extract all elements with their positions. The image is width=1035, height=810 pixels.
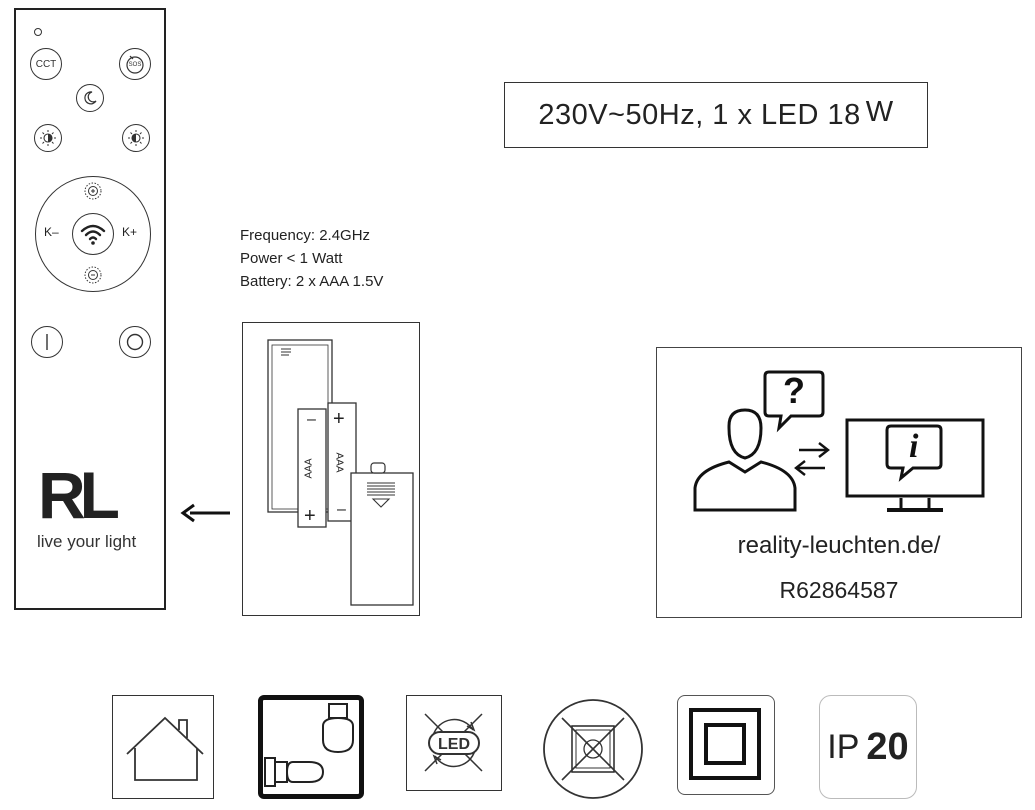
battery1-minus: –	[307, 411, 316, 428]
electrical-rating: 230V~50Hz, 1 x LED 18	[538, 98, 861, 131]
cct-button[interactable]: CCT	[30, 48, 62, 80]
brightness-up-button[interactable]	[122, 124, 150, 152]
indoor-use-symbol	[112, 695, 214, 799]
arrow-left-icon	[180, 503, 230, 523]
person-icon	[693, 408, 797, 512]
battery-compartment-diagram: – AAA + + AAA –	[242, 322, 420, 616]
battery-text: Battery: 2 x AAA 1.5V	[240, 273, 384, 290]
brightness-plus-icon[interactable]	[83, 181, 103, 201]
ip-value: 20	[866, 725, 909, 768]
battery-illustration	[267, 339, 414, 606]
wifi-icon	[80, 224, 106, 245]
rl-logo: RL	[38, 458, 120, 532]
led-not-replaceable-symbol: LED	[406, 695, 502, 791]
info-mark: i	[909, 428, 919, 465]
frequency-text: Frequency: 2.4GHz	[240, 227, 371, 244]
bulbs-icon	[264, 703, 354, 787]
brightness-up-icon	[128, 130, 144, 146]
sos-timer-button[interactable]: SOS	[119, 48, 151, 80]
no-dimmer-symbol	[542, 698, 644, 800]
k-plus-button[interactable]: K+	[122, 225, 138, 239]
question-mark: ?	[783, 370, 805, 411]
power-off-button[interactable]	[119, 326, 151, 358]
indicator-led	[34, 28, 42, 36]
power-off-icon	[126, 333, 144, 351]
brightness-minus-icon[interactable]	[83, 265, 103, 285]
power-on-button[interactable]	[31, 326, 63, 358]
ip-prefix: IP	[827, 727, 860, 766]
monitor-icon	[845, 418, 985, 512]
control-ring: K– K+	[35, 176, 151, 292]
remote-specifications: Frequency: 2.4GHz Power < 1 Watt Battery…	[240, 224, 383, 293]
question-bubble-icon	[763, 370, 825, 433]
online-info-box: ? i reality-leuchten.de/ R62864587	[656, 347, 1022, 618]
person-monitor-illustration	[693, 370, 985, 512]
night-mode-button[interactable]	[76, 84, 104, 112]
product-code: R62864587	[779, 577, 899, 603]
battery1-label: AAA	[303, 458, 315, 479]
brightness-down-button[interactable]	[34, 124, 62, 152]
led-not-replaceable-icon: LED	[424, 713, 483, 772]
power-text: Power < 1 Watt	[240, 250, 343, 267]
exchange-arrows-icon	[794, 442, 830, 476]
battery2-label: AAA	[333, 452, 345, 473]
night-mode-icon	[84, 91, 97, 105]
cct-label: CCT	[35, 58, 57, 70]
website-url[interactable]: reality-leuchten.de/	[737, 532, 941, 559]
watt-unit: W	[865, 95, 894, 128]
bulbs-symbol	[258, 695, 364, 799]
power-on-icon	[46, 334, 48, 350]
k-minus-button[interactable]: K–	[44, 225, 59, 239]
svg-text:LED: LED	[438, 736, 470, 753]
sos-label: SOS	[128, 62, 142, 68]
protection-class-2-symbol	[677, 695, 775, 795]
battery1-plus: +	[304, 505, 316, 527]
protection-class-2-icon	[689, 708, 761, 780]
brightness-down-icon	[40, 130, 56, 146]
indoor-use-icon	[126, 716, 204, 781]
battery2-minus: –	[337, 501, 346, 518]
battery2-plus: +	[333, 408, 345, 430]
no-dimmer-icon	[543, 699, 643, 799]
wifi-button[interactable]	[72, 213, 114, 255]
sos-timer-icon	[126, 55, 144, 74]
remote-control: CCT SOS	[14, 8, 166, 610]
tagline: live your light	[37, 532, 137, 551]
